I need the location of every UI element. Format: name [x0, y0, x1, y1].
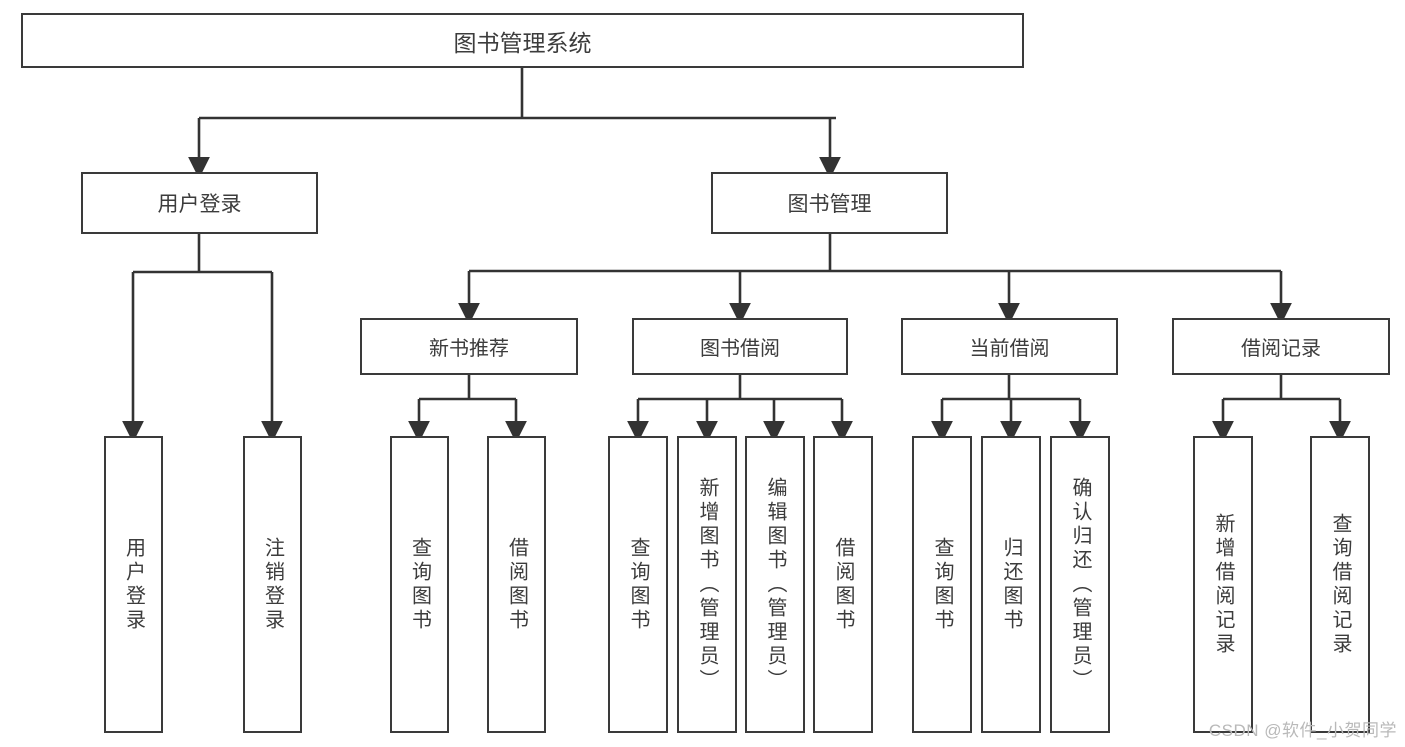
node-borrow-records[interactable]: 借阅记录 — [1172, 318, 1390, 375]
node-new-book-recommend[interactable]: 新书推荐 — [360, 318, 578, 375]
node-book-management-label: 图书管理 — [787, 193, 872, 216]
node-user-login[interactable]: 用户登录 — [81, 172, 318, 234]
leaf-logout-label: 注销登录 — [261, 536, 284, 633]
leaf-current-query-book-label: 查询图书 — [931, 536, 953, 633]
leaf-current-return-book-label: 归还图书 — [1000, 536, 1022, 633]
leaf-borrow-edit-book-admin-label: 编辑图书（管理员） — [764, 476, 786, 693]
leaf-recommend-borrow-book[interactable]: 借阅图书 — [487, 436, 546, 733]
node-current-borrow[interactable]: 当前借阅 — [901, 318, 1118, 375]
leaf-user-login-label: 用户登录 — [122, 536, 145, 633]
leaf-current-confirm-return-admin[interactable]: 确认归还（管理员） — [1050, 436, 1110, 733]
node-book-management[interactable]: 图书管理 — [711, 172, 948, 234]
leaf-user-login[interactable]: 用户登录 — [104, 436, 163, 733]
leaf-borrow-borrow-book[interactable]: 借阅图书 — [813, 436, 873, 733]
node-book-borrow-label: 图书借阅 — [700, 338, 780, 360]
leaf-borrow-query-book[interactable]: 查询图书 — [608, 436, 668, 733]
leaf-current-confirm-return-admin-label: 确认归还（管理员） — [1069, 476, 1091, 693]
leaf-recommend-query-book-label: 查询图书 — [408, 536, 431, 633]
node-borrow-records-label: 借阅记录 — [1241, 338, 1321, 360]
leaf-current-query-book[interactable]: 查询图书 — [912, 436, 972, 733]
leaf-records-add-record-label: 新增借阅记录 — [1212, 512, 1234, 657]
leaf-borrow-edit-book-admin[interactable]: 编辑图书（管理员） — [745, 436, 805, 733]
node-root[interactable]: 图书管理系统 — [21, 13, 1024, 68]
watermark: CSDN @软件_小贺同学 — [1208, 721, 1397, 740]
node-book-borrow[interactable]: 图书借阅 — [632, 318, 848, 375]
leaf-borrow-add-book-admin[interactable]: 新增图书（管理员） — [677, 436, 737, 733]
node-current-borrow-label: 当前借阅 — [969, 338, 1050, 360]
node-new-book-recommend-label: 新书推荐 — [429, 338, 509, 360]
leaf-current-return-book[interactable]: 归还图书 — [981, 436, 1041, 733]
node-user-login-label: 用户登录 — [157, 193, 242, 216]
leaf-records-query-record-label: 查询借阅记录 — [1329, 512, 1351, 657]
leaf-logout[interactable]: 注销登录 — [243, 436, 302, 733]
leaf-borrow-add-book-admin-label: 新增图书（管理员） — [696, 476, 718, 693]
leaf-recommend-query-book[interactable]: 查询图书 — [390, 436, 449, 733]
leaf-records-add-record[interactable]: 新增借阅记录 — [1193, 436, 1253, 733]
leaf-records-query-record[interactable]: 查询借阅记录 — [1310, 436, 1370, 733]
leaf-recommend-borrow-book-label: 借阅图书 — [505, 536, 528, 633]
leaf-borrow-borrow-book-label: 借阅图书 — [832, 536, 854, 633]
leaf-borrow-query-book-label: 查询图书 — [627, 536, 649, 633]
node-root-label: 图书管理系统 — [453, 29, 592, 56]
